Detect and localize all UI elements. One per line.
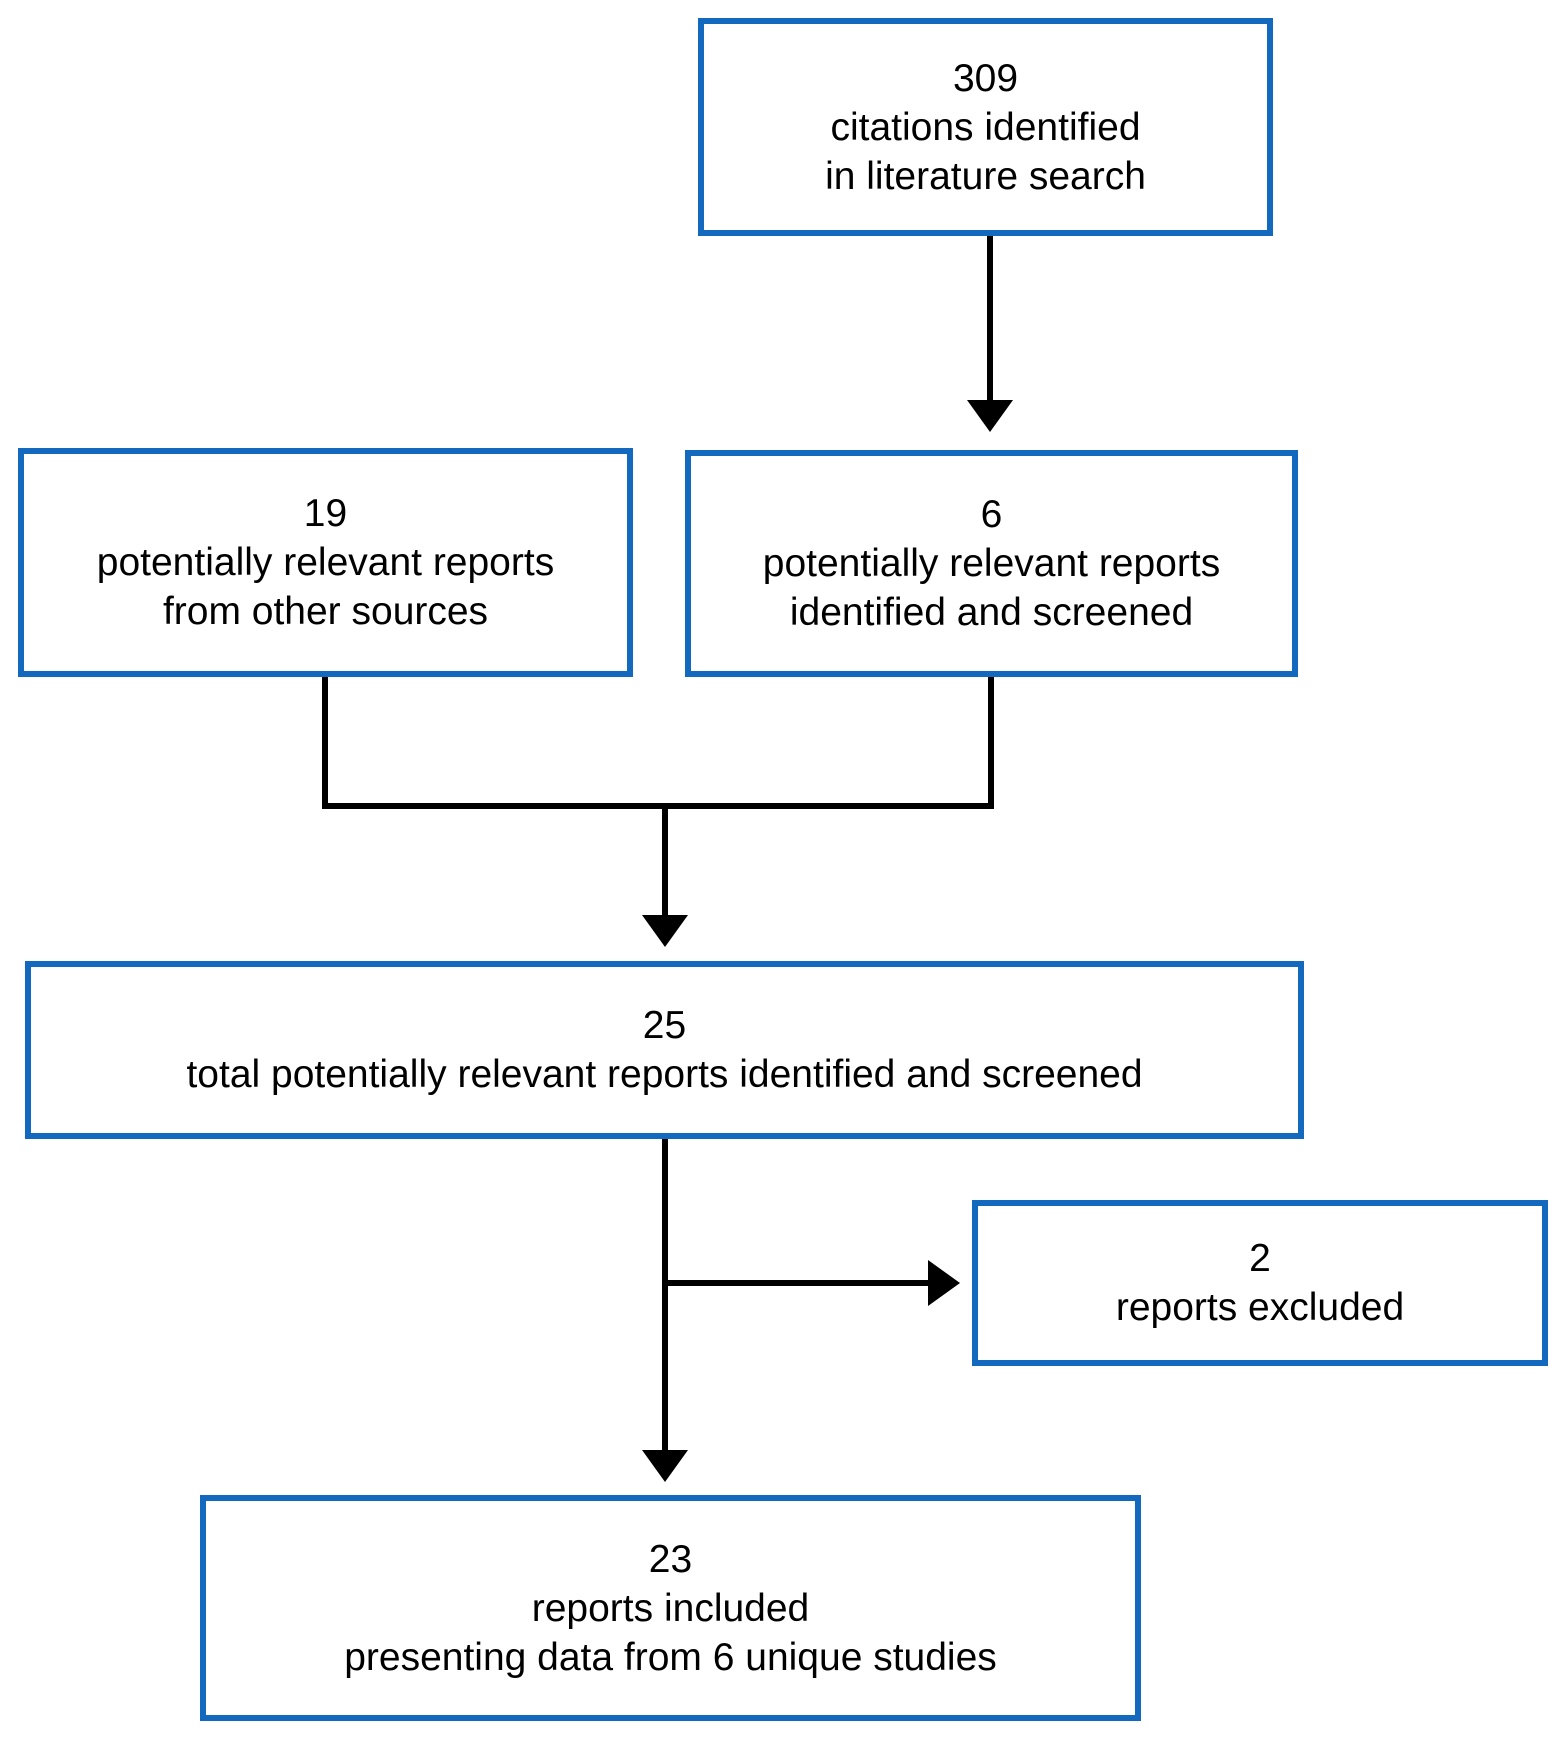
- citations-label-line2: in literature search: [825, 154, 1146, 198]
- citations-count: 309: [952, 56, 1019, 100]
- flow-box-reports-included: 23 reports included presenting data from…: [200, 1495, 1141, 1721]
- included-count: 23: [648, 1537, 693, 1581]
- citations-label-line1: citations identified: [830, 105, 1141, 149]
- total-count: 25: [642, 1004, 687, 1047]
- arrow-total-to-included-head: [642, 1450, 688, 1482]
- arrow-citations-to-screened-head: [967, 400, 1013, 432]
- connector-merge: [322, 677, 994, 809]
- other-sources-label-line1: potentially relevant reports: [96, 541, 555, 584]
- included-label-line2: presenting data from 6 unique studies: [344, 1635, 997, 1679]
- screened-label-line2: identified and screened: [789, 591, 1194, 634]
- flow-box-total-screened: 25 total potentially relevant reports id…: [25, 961, 1304, 1139]
- connector-merge-drop-head: [642, 915, 688, 947]
- excluded-label-line1: reports excluded: [1115, 1286, 1405, 1329]
- other-sources-count: 19: [303, 492, 348, 535]
- arrow-total-to-excluded-head: [928, 1260, 960, 1306]
- screened-label-line1: potentially relevant reports: [762, 542, 1221, 585]
- screened-count: 6: [980, 493, 1003, 536]
- flow-box-identified-and-screened: 6 potentially relevant reports identifie…: [685, 450, 1298, 677]
- other-sources-label-line2: from other sources: [162, 590, 489, 633]
- excluded-count: 2: [1249, 1237, 1271, 1280]
- flow-box-reports-excluded: 2 reports excluded: [972, 1200, 1548, 1366]
- flow-box-other-sources: 19 potentially relevant reports from oth…: [18, 448, 633, 677]
- included-label-line1: reports included: [531, 1586, 810, 1630]
- total-label-line1: total potentially relevant reports ident…: [186, 1053, 1143, 1096]
- flow-box-citations-identified: 309 citations identified in literature s…: [698, 18, 1273, 236]
